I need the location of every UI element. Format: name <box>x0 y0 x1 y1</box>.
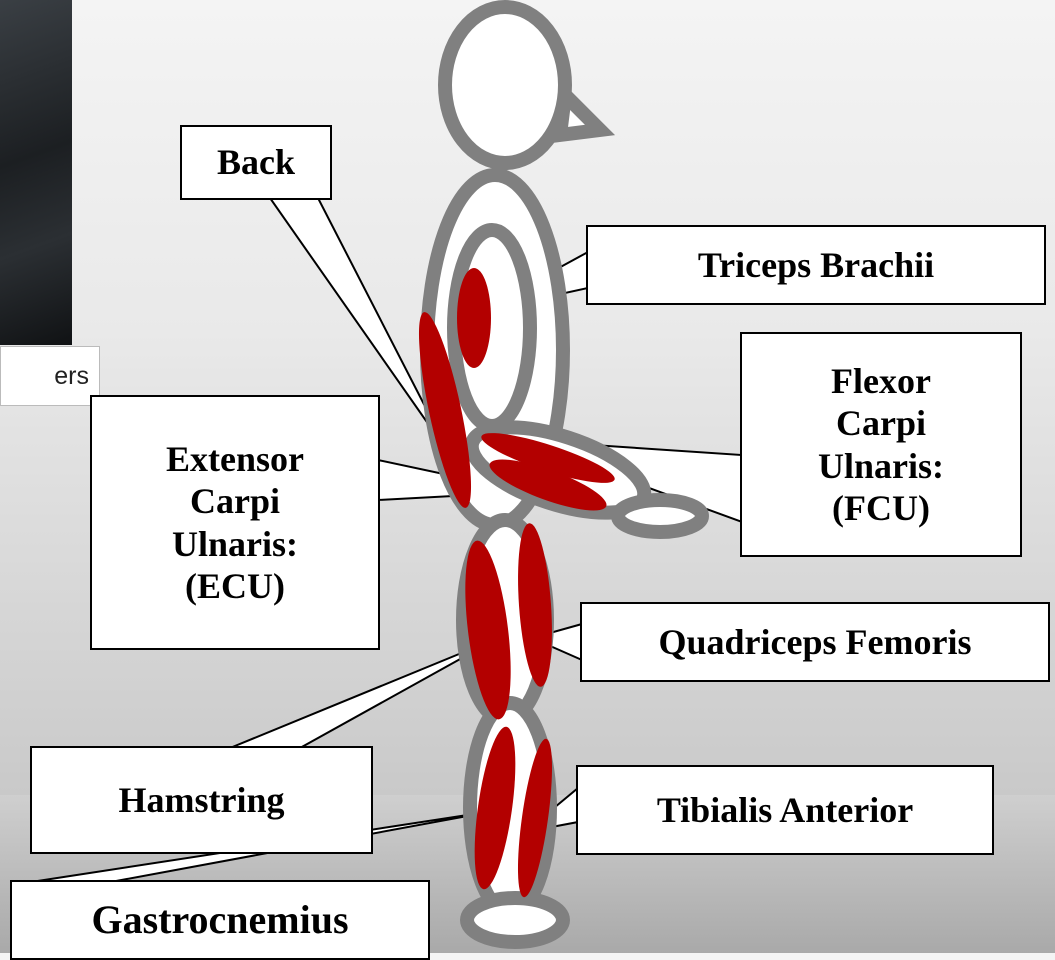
label-gastrocnemius: Gastrocnemius <box>10 880 430 960</box>
label-back: Back <box>180 125 332 200</box>
triceps-muscle <box>457 268 491 368</box>
foot-outline <box>467 898 563 942</box>
hamstring-pointer <box>230 638 498 748</box>
head-outline <box>445 7 565 163</box>
ecu-line-3: Ulnaris: <box>166 523 304 565</box>
fcu-line-1: Flexor <box>818 360 944 402</box>
label-tibialis-anterior: Tibialis Anterior <box>576 765 994 855</box>
label-quadriceps-femoris: Quadriceps Femoris <box>580 602 1050 682</box>
fcu-line-4: (FCU) <box>818 487 944 529</box>
label-triceps-brachii: Triceps Brachii <box>586 225 1046 305</box>
ecu-line-2: Carpi <box>166 480 304 522</box>
ecu-line-4: (ECU) <box>166 565 304 607</box>
label-extensor-carpi-ulnaris: Extensor Carpi Ulnaris: (ECU) <box>90 395 380 650</box>
fcu-line-3: Ulnaris: <box>818 445 944 487</box>
label-flexor-carpi-ulnaris: Flexor Carpi Ulnaris: (FCU) <box>740 332 1022 557</box>
hand-outline <box>618 500 702 532</box>
label-hamstring: Hamstring <box>30 746 373 854</box>
ecu-line-1: Extensor <box>166 438 304 480</box>
fcu-line-2: Carpi <box>818 402 944 444</box>
